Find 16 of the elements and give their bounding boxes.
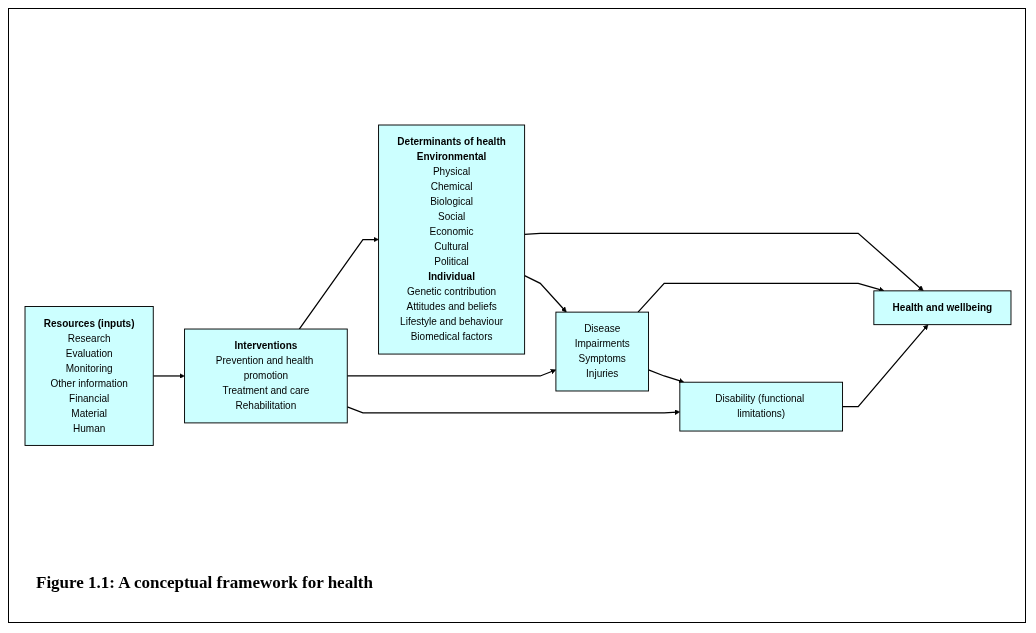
- arrow: [298, 236, 379, 330]
- arrow: [152, 373, 185, 379]
- node-box: Disease Impairments Symptoms Injuries: [555, 311, 649, 392]
- figure-caption: Figure 1.1: A conceptual framework for health: [36, 573, 373, 593]
- arrow: [524, 274, 567, 313]
- arrow: [637, 282, 885, 313]
- node-box: Resources (inputs) Research Evaluation Monitoring Other information Financial Material Human: [24, 305, 154, 446]
- arrow: [647, 368, 685, 384]
- arrow: [524, 232, 924, 291]
- node-box: Health and wellbeing: [873, 290, 1012, 325]
- node-box: Interventions Prevention and health promotion Treatment and care Rehabilitation: [184, 328, 348, 424]
- arrow: [346, 406, 681, 415]
- arrow: [841, 324, 929, 408]
- node-box: Disability (functional limitations): [679, 381, 843, 432]
- arrow: [346, 368, 557, 377]
- node-box: Determinants of health Environmental Physical Chemical Biological Social Economic Cultural Political Individual Genetic contribution Attitudes and beliefs Lifestyle and behaviour Biomedical factors: [378, 124, 526, 355]
